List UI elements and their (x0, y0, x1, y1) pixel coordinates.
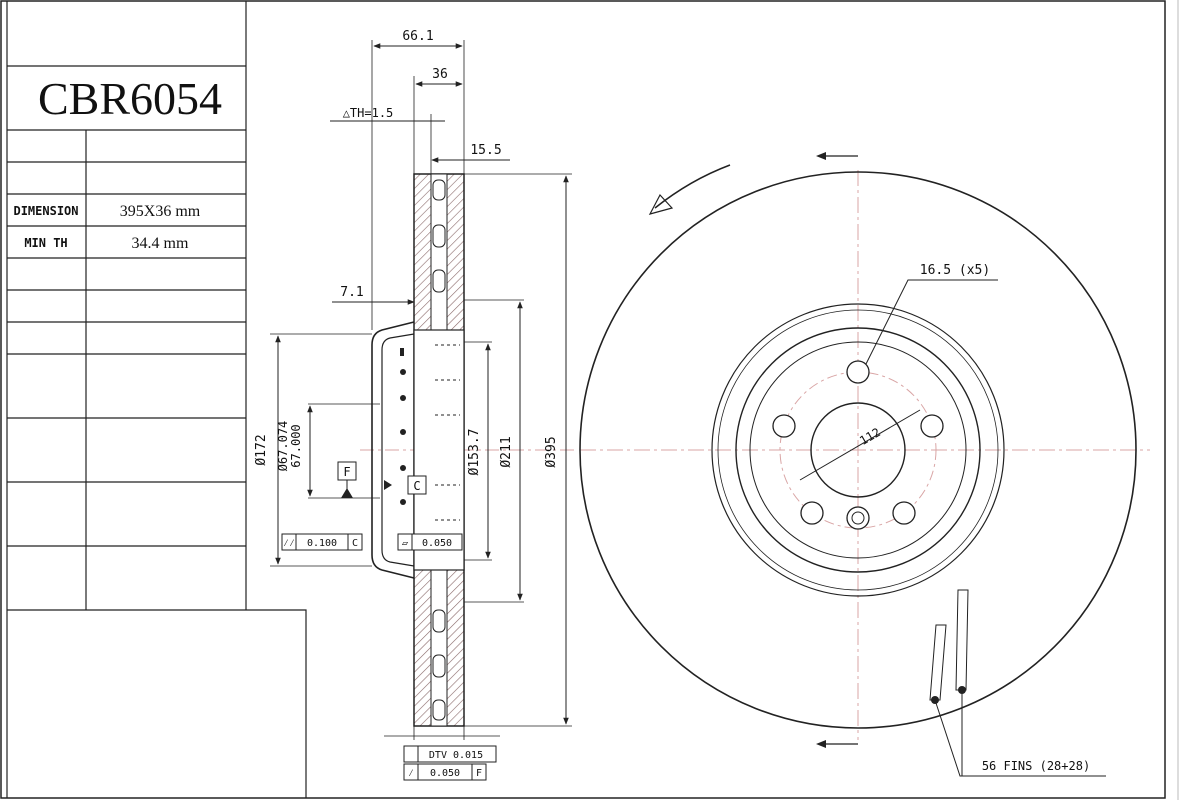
hub-holes (400, 348, 406, 505)
part-number: CBR6054 (38, 73, 222, 124)
datum-c: C (413, 479, 420, 493)
locating-hole (846, 506, 870, 530)
pcd-dim-line (799, 409, 921, 481)
hat-inner-edge (749, 341, 967, 559)
flatness-value: 0.050 (422, 538, 452, 549)
dim-d153: Ø153.7 (467, 429, 482, 476)
spec-label-min-th: MIN TH (24, 236, 67, 250)
runout-symbol: ⁄⁄ (283, 538, 295, 549)
rotation-arc (654, 164, 731, 209)
dim-th: △TH=1.5 (343, 106, 394, 120)
front-view: 112 16.5 (x5) 56 FINS (28+28) (579, 152, 1150, 777)
datum-c-box (407, 475, 427, 495)
fins-leader (934, 699, 1106, 777)
center-bore (810, 402, 906, 498)
spec-label-dimension: DIMENSION (13, 204, 78, 218)
dim-d395: Ø395 (544, 436, 559, 467)
fcf-dtv (403, 745, 497, 763)
datum-c-triangle (384, 480, 392, 490)
dim-fins: 56 FINS (28+28) (982, 759, 1090, 773)
runout-face-value: 0.050 (430, 768, 460, 779)
dim-d67-upper: Ø67.074 (276, 421, 290, 472)
dim-d211: Ø211 (499, 436, 514, 467)
rotation-arrow-icon (648, 193, 674, 215)
fin-slots (929, 589, 969, 701)
dim-thickness: 36 (432, 67, 448, 82)
hub-dashes (435, 344, 460, 521)
datum-f-triangle (341, 488, 353, 498)
dim-d172: Ø172 (254, 434, 269, 465)
dtv-value: DTV 0.015 (429, 750, 483, 761)
section-view: 66.1 36 △TH=1.5 15.5 7.1 Ø172 Ø67.074 67… (254, 29, 575, 781)
dim-face: 15.5 (470, 143, 501, 158)
runout-face-ref: F (476, 768, 482, 779)
title-block (6, 1, 307, 798)
sheet-border (0, 0, 1166, 799)
hat-outer (371, 321, 415, 579)
runout-face-symbol: ⁄ (408, 768, 414, 779)
dim-bolt-holes: 16.5 (x5) (920, 263, 990, 278)
flatness-symbol: ▱ (402, 538, 408, 549)
hat-inner (381, 333, 415, 567)
fcf-flatness (397, 533, 463, 551)
dim-offset: 7.1 (340, 285, 363, 300)
friction-inner-edge (711, 303, 1005, 597)
dim-d67-lower: 67.000 (289, 424, 303, 467)
disc-outer-edge (579, 171, 1137, 729)
friction-inner-edge-2 (717, 309, 999, 591)
fcf-runout-hub (281, 533, 363, 551)
spec-value-min-th: 34.4 mm (132, 235, 189, 252)
hat-edge (735, 327, 981, 573)
bolt-holes (772, 360, 944, 525)
bolt-hole-leader (865, 279, 998, 365)
spec-value-dimension: 395X36 mm (120, 203, 201, 220)
fcf-runout-face (403, 763, 487, 781)
locating-hole-inner (851, 511, 865, 525)
vent-slots (432, 179, 446, 721)
runout-hub-value: 0.100 (307, 538, 337, 549)
datum-f: F (343, 465, 350, 479)
hub-body (413, 329, 465, 571)
runout-hub-ref: C (352, 538, 358, 549)
dim-overall-width: 66.1 (402, 29, 433, 44)
